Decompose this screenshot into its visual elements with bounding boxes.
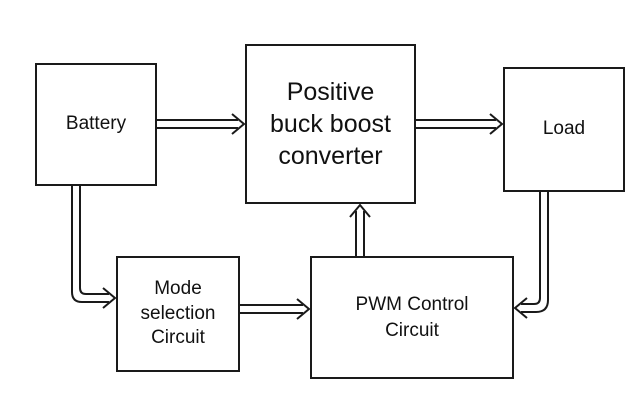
arrow-pwm-to-converter [349, 203, 371, 256]
battery-block: Battery [35, 63, 157, 186]
mode-selection-label: Mode selection Circuit [140, 277, 216, 349]
pwm-control-label: PWM Control Circuit [355, 293, 469, 341]
arrow-battery-to-converter [157, 113, 246, 135]
converter-label: Positive buck boost converter [270, 78, 391, 170]
arrow-load-to-pwm [513, 192, 549, 319]
load-block: Load [503, 67, 625, 192]
battery-label: Battery [65, 113, 127, 135]
load-label: Load [542, 118, 586, 140]
arrow-battery-to-mode [71, 186, 117, 309]
mode-selection-block: Mode selection Circuit [116, 256, 240, 372]
converter-block: Positive buck boost converter [245, 44, 416, 204]
arrow-mode-to-pwm [240, 298, 311, 320]
pwm-control-block: PWM Control Circuit [310, 256, 514, 379]
arrow-converter-to-load [416, 113, 504, 135]
